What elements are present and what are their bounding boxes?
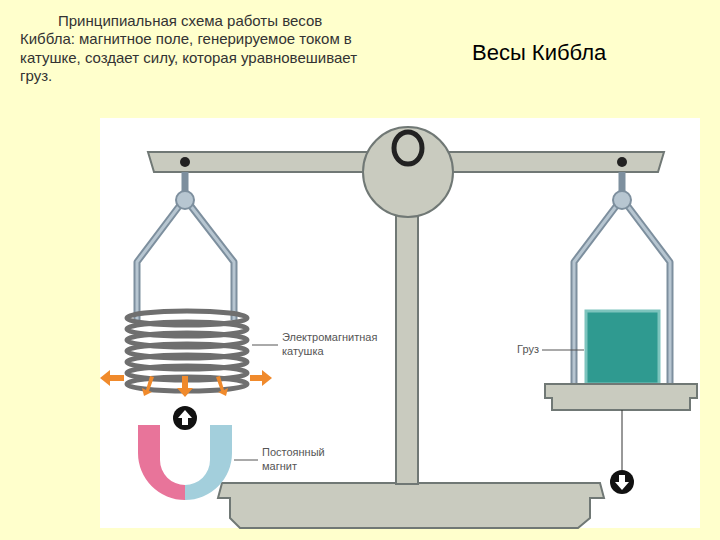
force-arrows <box>100 370 272 397</box>
right-hanger <box>574 172 670 385</box>
left-hanger <box>137 172 234 320</box>
beam-hub <box>363 127 453 217</box>
up-arrow-icon <box>173 406 197 430</box>
up-arrow-glyph <box>178 410 192 425</box>
magnet-pole-south <box>185 425 232 500</box>
pivot-ring <box>394 132 422 164</box>
weight-block <box>586 311 659 384</box>
part-label: Электромагнитная катушка <box>282 331 392 359</box>
pivot-dot <box>617 157 627 167</box>
weighing-pan <box>545 384 697 410</box>
down-arrow-glyph <box>615 475 629 490</box>
part-label: Постоянный магнит <box>262 446 342 474</box>
down-arrow-icon <box>610 470 634 494</box>
pivot-dot <box>180 157 190 167</box>
hanger-joint <box>176 191 194 209</box>
right-hanger-highlight <box>574 205 670 385</box>
title: Весы Киббла <box>472 40 606 66</box>
white-panel <box>100 118 700 528</box>
magnet-pole-north <box>138 425 185 500</box>
left-hanger-highlight <box>137 205 234 320</box>
leader-lines <box>234 345 584 460</box>
hanger-joint <box>613 191 631 209</box>
force-line <box>622 410 623 470</box>
scale-pillar <box>396 200 418 484</box>
part-label: Груз <box>517 343 539 357</box>
caption: Принципиальная схема работы весов Киббла… <box>20 12 368 85</box>
scale-base <box>218 483 604 528</box>
